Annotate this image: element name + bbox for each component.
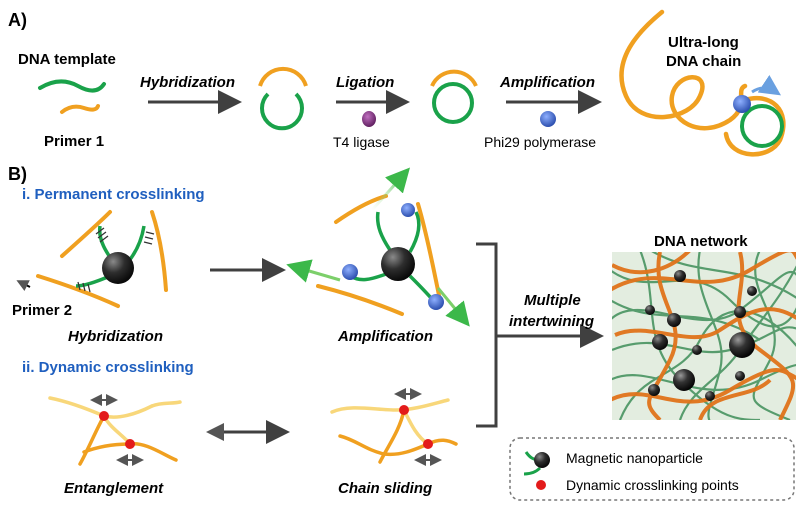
primer1-bound [258, 66, 308, 87]
hybridization-b-label: Hybridization [68, 328, 163, 345]
legend-nanoparticle-icon [534, 452, 550, 468]
step-ligation-label: Ligation [336, 74, 394, 91]
legend-nanoparticle-label: Magnetic nanoparticle [566, 450, 703, 466]
legend-box [509, 437, 795, 501]
dynamic-crosslinking-title: ii. Dynamic crosslinking [22, 359, 194, 376]
ultra-long-label-line2: DNA chain [666, 53, 741, 70]
circular-template-closed [432, 82, 474, 124]
ultra-long-label-line1: Ultra-long [668, 34, 739, 51]
primer2-pointer-arrow [16, 280, 31, 291]
chain-sliding-label: Chain sliding [338, 480, 432, 497]
polymerase-on-circle-icon [733, 95, 751, 113]
primer1-on-circle [430, 69, 478, 87]
chain-sliding-structure [330, 388, 458, 466]
step-hybridization-label: Hybridization [140, 74, 235, 91]
entanglement-label: Entanglement [64, 480, 164, 497]
hybridization-nanoparticle-structure [36, 210, 168, 308]
dna-template-label: DNA template [18, 51, 116, 68]
section-a-label: A) [8, 10, 27, 30]
t4-ligase-icon [362, 111, 376, 127]
ultra-long-dna-tail [723, 95, 786, 157]
amplification-nanoparticle-structure [286, 167, 470, 327]
ultra-long-dna-chain [619, 9, 748, 131]
circular-template-open [260, 92, 304, 131]
section-b-label: B) [8, 164, 27, 184]
rotation-arrow-icon [751, 74, 781, 96]
entanglement-structure [48, 394, 182, 466]
phi29-polymerase-icon [540, 111, 556, 127]
primer1-strand [60, 104, 100, 114]
primer1-label: Primer 1 [44, 133, 104, 150]
amplification-b-label: Amplification [337, 328, 433, 345]
dna-network-image [612, 252, 796, 420]
multiple-label-line2: intertwining [509, 313, 594, 330]
dna-template-strand [38, 79, 106, 93]
legend: Magnetic nanoparticle Dynamic crosslinki… [509, 437, 795, 501]
legend-crosslinking-label: Dynamic crosslinking points [566, 477, 739, 493]
legend-crosslinking-point-icon [536, 480, 546, 490]
primer2-label: Primer 2 [12, 302, 72, 319]
multiple-label-line1: Multiple [524, 292, 581, 309]
phi29-polymerase-label: Phi29 polymerase [484, 134, 596, 150]
amplification-circle [740, 104, 784, 148]
dna-network-title: DNA network [654, 233, 748, 250]
step-amplification-label: Amplification [499, 74, 595, 91]
t4-ligase-label: T4 ligase [333, 134, 390, 150]
bracket [476, 242, 498, 428]
permanent-crosslinking-title: i. Permanent crosslinking [22, 186, 205, 203]
